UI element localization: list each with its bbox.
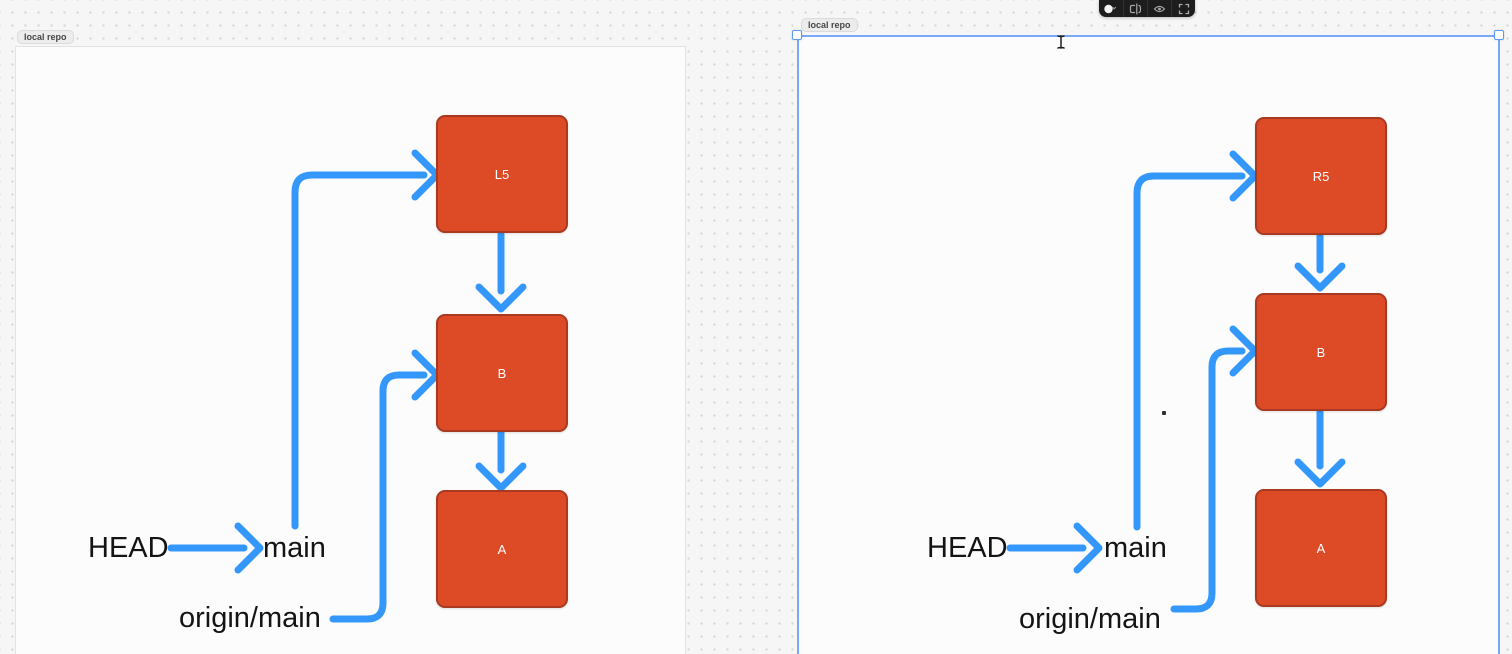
rename-button[interactable]	[1123, 0, 1147, 17]
arrow-middle-commit-to-bottom[interactable]	[1294, 406, 1346, 488]
arrow-head-to-main[interactable]	[167, 522, 264, 574]
commit-node[interactable]: B	[436, 314, 568, 432]
context-toolbar	[1099, 0, 1195, 17]
arrow-middle-commit-to-bottom[interactable]	[475, 428, 527, 492]
fit-view-button[interactable]	[1171, 0, 1195, 17]
arrow-main-to-top-commit[interactable]	[291, 149, 441, 530]
four-corners-icon	[1178, 3, 1189, 14]
branch-ref-label[interactable]: main	[263, 532, 326, 564]
frame-name-label[interactable]: local repo	[17, 30, 74, 44]
branch-ref-label[interactable]: main	[1104, 532, 1167, 564]
commit-node[interactable]: L5	[436, 115, 568, 233]
commit-label: L5	[494, 166, 510, 182]
frame-name-label[interactable]: local repo	[801, 18, 858, 32]
remote-ref-label[interactable]: origin/main	[1019, 603, 1161, 635]
style-swatch-button[interactable]	[1099, 0, 1123, 17]
commit-node[interactable]: A	[1255, 489, 1387, 607]
commit-node[interactable]: R5	[1255, 117, 1387, 235]
commit-label: B	[1316, 344, 1326, 360]
arrow-main-to-top-commit[interactable]	[1133, 150, 1259, 531]
arrow-origin-main-to-middle-commit[interactable]	[329, 349, 441, 623]
commit-node[interactable]: A	[436, 490, 568, 608]
commit-label: R5	[1312, 168, 1330, 184]
arrow-origin-main-to-middle-commit[interactable]	[1170, 325, 1259, 613]
arrow-top-commit-to-middle[interactable]	[475, 230, 527, 313]
chevron-down-icon	[1111, 6, 1117, 10]
frame-local-repo-right[interactable]: R5 B A HEAD main origin/main	[797, 35, 1500, 654]
commit-label: A	[1316, 540, 1326, 556]
visibility-button[interactable]	[1147, 0, 1171, 17]
arrow-head-to-main[interactable]	[1006, 522, 1103, 574]
selection-handle-top-left[interactable]	[792, 30, 802, 40]
eye-icon	[1153, 5, 1166, 12]
selection-handle-top-right[interactable]	[1494, 30, 1504, 40]
stray-ink-dot[interactable]	[1162, 411, 1166, 415]
commit-label: A	[497, 541, 507, 557]
remote-ref-label[interactable]: origin/main	[179, 602, 321, 634]
commit-node[interactable]: B	[1255, 293, 1387, 411]
head-ref-label[interactable]: HEAD	[88, 532, 169, 564]
arrow-top-commit-to-middle[interactable]	[1294, 231, 1346, 292]
text-cursor	[1055, 34, 1067, 55]
rename-text-cursor-icon	[1129, 2, 1142, 15]
color-swatch-icon	[1104, 4, 1113, 13]
frame-local-repo-left[interactable]: L5 B A HEAD main origin/main	[15, 46, 686, 654]
head-ref-label[interactable]: HEAD	[927, 532, 1008, 564]
commit-label: B	[497, 365, 507, 381]
